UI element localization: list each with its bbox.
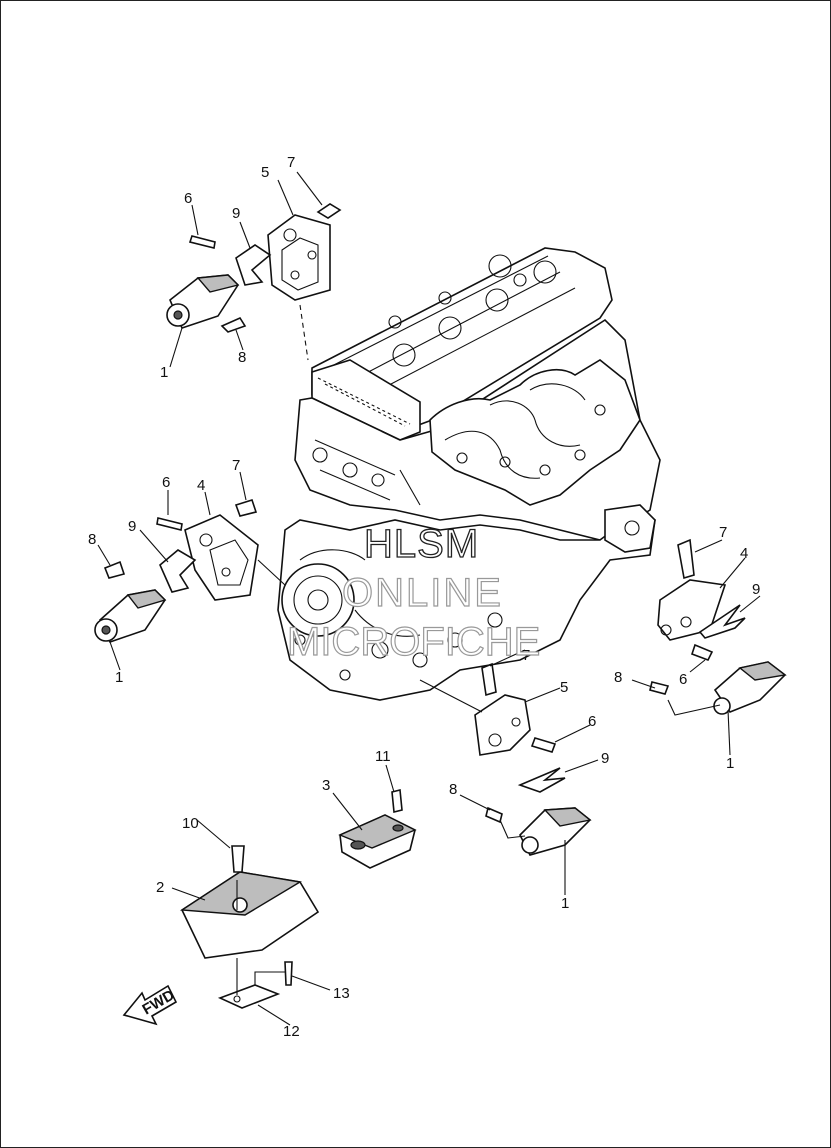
callout-9: 9 [752,581,760,598]
bolt-8a [220,316,247,333]
callout-3: 3 [322,777,330,794]
callout-1: 1 [561,895,569,912]
engine-bracket-5a [267,214,331,301]
shim-9a [235,244,272,286]
shim-9b [159,549,197,593]
callout-13: 13 [333,985,350,1002]
engine-bracket-5b [474,694,531,756]
bolt-7d [481,662,497,697]
shim-9d [517,767,566,793]
callout-4: 4 [197,477,205,494]
callout-9: 9 [128,518,136,535]
callout-1: 1 [726,755,734,772]
mount-group-center [474,662,592,856]
callout-5: 5 [560,679,568,696]
callout-6: 6 [588,713,596,730]
callout-1: 1 [115,669,123,686]
mount-group-top-left [166,203,342,333]
watermark: HLSM ONLINE MICROFICHE [286,521,541,664]
mount-group-right [649,538,787,715]
callout-7: 7 [287,154,295,171]
cover-2 [179,845,320,959]
mount-group-mid-left [94,499,259,643]
bolt-8c [649,681,670,695]
engine-block [277,247,661,701]
engine-bracket-4a [184,514,259,601]
callout-labels: 1 1 1 1 2 3 4 4 5 5 6 6 6 6 7 7 7 7 8 8 … [88,154,760,1040]
bolt-6a [188,235,216,249]
callout-1: 1 [160,364,168,381]
callout-11: 11 [375,748,391,765]
callout-8: 8 [238,349,246,366]
shim-9c [698,604,746,639]
bolt-7c [677,538,695,580]
callout-7: 7 [522,647,530,664]
callout-7: 7 [719,524,727,541]
bolt-6b [156,517,183,531]
stopper-3 [338,788,417,869]
watermark-line2: ONLINE [342,571,503,615]
callout-6: 6 [184,190,192,207]
bolt-7b [234,499,258,517]
callout-8: 8 [88,531,96,548]
plate-12 [217,958,293,1009]
callout-12: 12 [283,1023,300,1040]
callout-10: 10 [182,815,199,832]
callout-8: 8 [449,781,457,798]
callout-4: 4 [740,545,748,562]
bolt-6d [530,737,557,753]
bolt-8d [485,806,503,824]
callout-5: 5 [261,164,269,181]
callout-6: 6 [679,671,687,688]
callout-7: 7 [232,457,240,474]
bolt-7a [316,203,342,219]
watermark-line3: MICROFICHE [287,620,540,664]
leader-lines [97,171,761,1026]
callout-6: 6 [162,474,170,491]
watermark-line1: HLSM [364,522,479,566]
fwd-arrow: FWD [122,984,178,1026]
bolt-6c [690,643,714,662]
callout-8: 8 [614,669,622,686]
bolt-8b [103,560,126,579]
bolt-13 [284,961,293,986]
callout-9: 9 [601,750,609,767]
bolt-10 [231,845,245,873]
bolt-11 [391,788,403,814]
callout-9: 9 [232,205,240,222]
callout-2: 2 [156,879,164,896]
